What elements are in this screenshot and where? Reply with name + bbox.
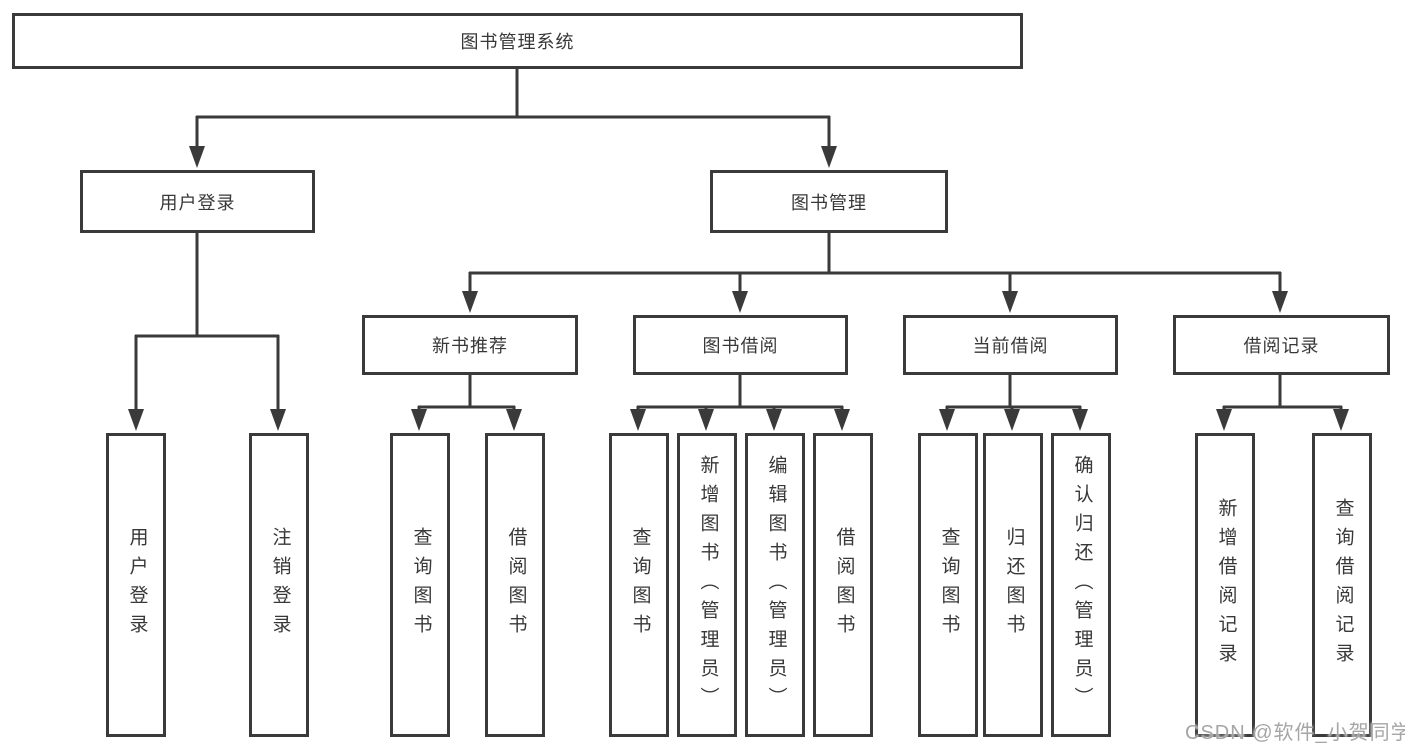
node-label: 借阅图书 <box>833 527 855 643</box>
node-label: 归还图书 <box>1003 527 1025 643</box>
node-label: 确认归还（管理员） <box>1071 454 1093 716</box>
node-label: 编辑图书（管理员） <box>765 454 787 716</box>
node-library-management-system: 图书管理系统 <box>12 13 1023 69</box>
node-book-management: 图书管理 <box>710 170 948 233</box>
node-label: 查询图书 <box>410 527 432 643</box>
node-user-login: 用户登录 <box>80 170 315 233</box>
node-confirm-return-admin: 确认归还（管理员） <box>1051 433 1111 737</box>
node-add-borrow-record: 新增借阅记录 <box>1195 433 1255 737</box>
node-current-borrowing: 当前借阅 <box>903 315 1118 375</box>
node-borrow-books-recommend: 借阅图书 <box>485 433 545 737</box>
node-query-books-borrowing: 查询图书 <box>609 433 669 737</box>
node-label: 查询图书 <box>938 527 960 643</box>
node-user-login-leaf: 用户登录 <box>106 433 166 737</box>
node-edit-books-admin: 编辑图书（管理员） <box>745 433 805 737</box>
node-borrowing-records: 借阅记录 <box>1173 315 1390 375</box>
node-label: 注销登录 <box>269 527 291 643</box>
node-return-books: 归还图书 <box>983 433 1043 737</box>
node-label: 查询借阅记录 <box>1332 498 1354 672</box>
node-add-books-admin: 新增图书（管理员） <box>677 433 737 737</box>
node-logout: 注销登录 <box>249 433 309 737</box>
node-query-books-current: 查询图书 <box>918 433 978 737</box>
arrowhead-icons <box>128 146 1349 431</box>
node-book-borrowing: 图书借阅 <box>633 315 848 375</box>
node-query-books-recommend: 查询图书 <box>390 433 450 737</box>
node-label: 查询图书 <box>629 527 651 643</box>
node-borrow-books-borrowing: 借阅图书 <box>813 433 873 737</box>
csdn-watermark: CSDN @软件_小贺同学 <box>1185 722 1405 744</box>
node-label: 新增图书（管理员） <box>697 454 719 716</box>
node-label: 借阅图书 <box>505 527 527 643</box>
node-new-book-recommendation: 新书推荐 <box>362 315 578 375</box>
node-label: 新增借阅记录 <box>1215 498 1237 672</box>
node-query-borrow-record: 查询借阅记录 <box>1312 433 1372 737</box>
node-label: 用户登录 <box>126 527 148 643</box>
